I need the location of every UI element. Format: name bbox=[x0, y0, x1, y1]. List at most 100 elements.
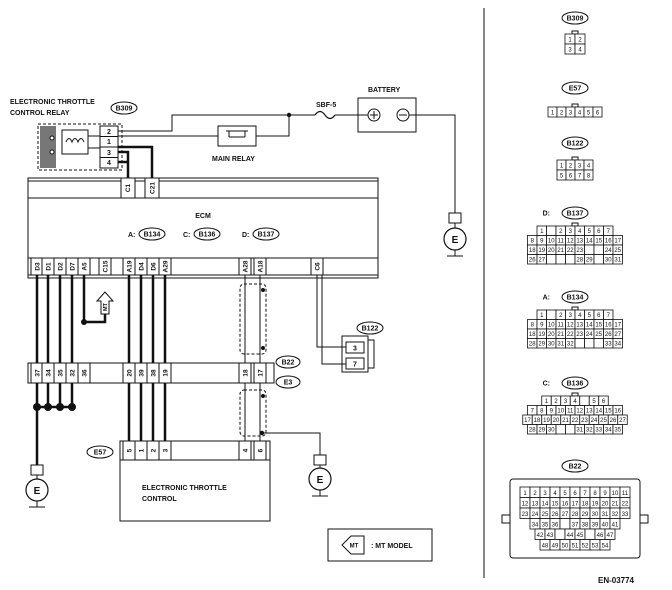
connector-view-pin: 16 bbox=[605, 239, 612, 245]
connector-view-pin: 15 bbox=[595, 323, 602, 329]
wire bbox=[256, 115, 290, 137]
connector-view-pin: 12 bbox=[567, 239, 574, 245]
ecm-bottom-pin: A28 bbox=[242, 260, 249, 272]
connector-view-key bbox=[571, 222, 579, 227]
ecm-ref-code: B136 bbox=[199, 232, 216, 239]
connector-view-cell bbox=[592, 106, 603, 118]
connector-view-pin: 13 bbox=[576, 239, 583, 245]
battery-label: BATTERY bbox=[368, 87, 401, 94]
etc-pin-cell bbox=[253, 440, 267, 461]
connector-view-cell bbox=[583, 169, 594, 181]
main-relay-label: MAIN RELAY bbox=[212, 156, 255, 163]
connector-view-pin: 49 bbox=[552, 544, 559, 550]
connector-view-pin: 13 bbox=[576, 323, 583, 329]
connector-view-pin: 30 bbox=[548, 342, 555, 348]
ecm-bottom-pin: A29 bbox=[162, 260, 169, 272]
connector-view-pin: 34 bbox=[532, 523, 539, 529]
connector-view-code: E57 bbox=[569, 86, 582, 93]
ecm-ref-tag bbox=[193, 227, 221, 241]
b22-pin-cell bbox=[238, 362, 252, 384]
connector-view-pin: 45 bbox=[577, 533, 584, 539]
connector-view-pin: 20 bbox=[602, 502, 609, 508]
connector-view-pin: 32 bbox=[612, 512, 619, 518]
connector-view-pin: 31 bbox=[557, 342, 564, 348]
shield-outline bbox=[239, 283, 267, 355]
connector-view-pin: 23 bbox=[522, 512, 529, 518]
wire bbox=[118, 145, 154, 178]
connector-view-pin: 6 bbox=[569, 174, 573, 180]
junction-dot bbox=[259, 430, 265, 436]
connector-view-cell bbox=[584, 528, 596, 540]
connector-view-pin: 6 bbox=[596, 111, 600, 117]
b22-pin: 36 bbox=[81, 369, 88, 377]
ecm-connector-refs: A: B134 C: B136 D: B137 bbox=[128, 227, 280, 241]
connector-view-pin: 4 bbox=[578, 229, 582, 235]
junction-dot bbox=[33, 403, 41, 411]
connector-view-pin: 2 bbox=[554, 399, 558, 405]
connector-view-pin: 9 bbox=[603, 491, 607, 497]
connector-view-pin: 20 bbox=[548, 248, 555, 254]
connector-view-pin: 28 bbox=[529, 428, 536, 434]
relay-shade bbox=[40, 126, 56, 168]
connector-view-pin: 6 bbox=[602, 399, 606, 405]
connector-view-cell bbox=[559, 518, 571, 530]
left-ground-group: E bbox=[25, 383, 76, 508]
b22-pin: 39 bbox=[138, 369, 145, 377]
connector-view-pin: 7 bbox=[583, 491, 587, 497]
connector-view-cell bbox=[593, 244, 604, 255]
mt-arrow-tag: MT bbox=[103, 302, 109, 311]
connector-view-pin: 24 bbox=[605, 248, 612, 254]
e57-code: E57 bbox=[94, 450, 107, 457]
connector-view-pin: 11 bbox=[558, 323, 565, 329]
connector-view-pin: 19 bbox=[538, 332, 545, 338]
connector-view-pin: 2 bbox=[533, 491, 537, 497]
connector-view-pin: 2 bbox=[560, 111, 564, 117]
connector-view-pin: 5 bbox=[588, 229, 592, 235]
connector-view-key bbox=[571, 30, 579, 35]
connector-view-pin: 31 bbox=[614, 258, 621, 264]
connector-view-pin: 25 bbox=[542, 512, 549, 518]
junction-dot bbox=[286, 112, 292, 118]
b22-pin: 19 bbox=[162, 369, 169, 377]
connector-view-pin: 25 bbox=[614, 248, 621, 254]
connector-view-pin: 8 bbox=[531, 323, 535, 329]
connector-view-pin: 16 bbox=[562, 502, 569, 508]
connector-view-pin: 29 bbox=[538, 428, 545, 434]
connector-view-pin: 12 bbox=[567, 323, 574, 329]
junction-dot bbox=[261, 394, 265, 398]
connector-view-pin: 30 bbox=[548, 428, 555, 434]
b22-pin: 17 bbox=[257, 369, 264, 377]
connector-view-pin: 21 bbox=[612, 502, 619, 508]
connector-view-pin: 17 bbox=[524, 418, 531, 424]
etc-pin: 5 bbox=[126, 448, 133, 452]
connector-view-cell bbox=[584, 244, 595, 255]
etc-label-line2: CONTROL bbox=[142, 496, 177, 503]
connector-view-tag bbox=[561, 459, 589, 473]
connector-view-pin: 1 bbox=[560, 164, 564, 170]
connector-view-pin: 17 bbox=[572, 502, 579, 508]
connector-view-pin: 8 bbox=[540, 409, 544, 415]
connector-view-pin: 32 bbox=[586, 428, 593, 434]
connector-view-cell bbox=[612, 254, 623, 265]
ground-mid-label: E bbox=[317, 475, 324, 486]
relay-pin: 1 bbox=[107, 139, 111, 146]
relay-coil bbox=[65, 138, 85, 144]
connector-view-pin: 36 bbox=[552, 523, 559, 529]
connector-view-pin: 2 bbox=[578, 38, 582, 44]
relay-pin: 3 bbox=[107, 150, 111, 157]
ecm-top-pin: C21 bbox=[150, 182, 157, 194]
relay-connector-tag bbox=[110, 101, 138, 115]
connector-view-pin: 22 bbox=[567, 248, 574, 254]
ecm-ref-prefix: A: bbox=[128, 232, 135, 239]
connector-view-pin: 48 bbox=[542, 544, 549, 550]
main-relay-contact bbox=[226, 130, 248, 138]
connector-view-pin: 26 bbox=[552, 512, 559, 518]
connector-view-pin: 5 bbox=[592, 399, 596, 405]
connector-view-pin: 3 bbox=[543, 491, 547, 497]
connector-view-pin: 35 bbox=[542, 523, 549, 529]
relay-pin: 4 bbox=[107, 160, 111, 167]
e57-tag bbox=[86, 445, 114, 459]
connector-view-pin: 30 bbox=[592, 512, 599, 518]
main-relay-box bbox=[217, 125, 257, 147]
connector-view-pin: 35 bbox=[614, 428, 621, 434]
